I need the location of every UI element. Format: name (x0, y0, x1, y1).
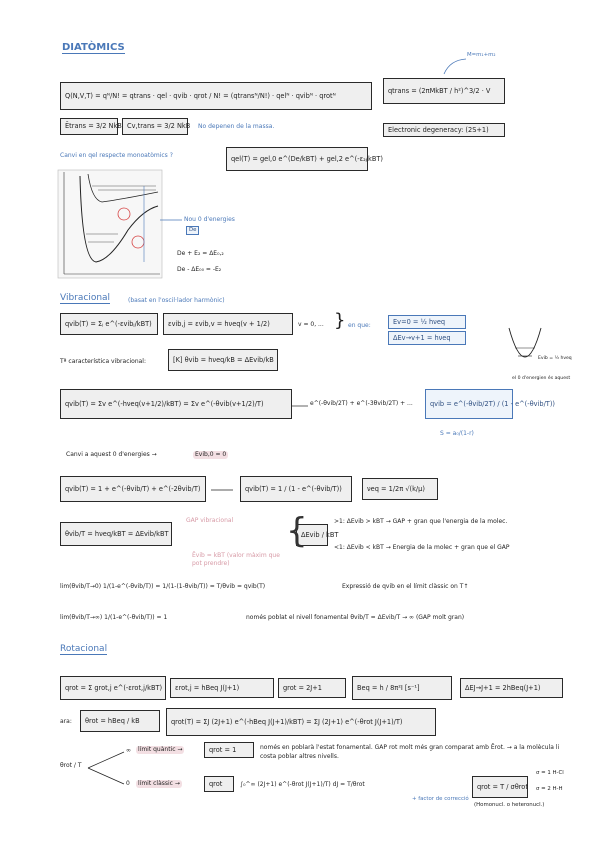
correction-factor: + factor de correcció (412, 796, 469, 802)
qvib-closed-box: qvib(T) = 1 / (1 - e^(-θvib/T)) (240, 476, 352, 502)
degeneracy-box: Electronic degeneracy: (2S+1) (383, 123, 505, 137)
quantum-label: límit quàntic → (136, 746, 185, 754)
alt-arrow (211, 489, 233, 491)
classic-box: qrot (204, 776, 234, 792)
page-title: DIATÒMICS (62, 42, 125, 54)
integral: ∫₀^∞ (2J+1) e^(-θrot J(J+1)/T) dJ = T/θr… (240, 781, 365, 788)
limit-classic: lim(θvib/T→0) 1/(1-e^(-θvib/T)) = 1/(1-(… (60, 583, 266, 590)
series-arrow (292, 405, 308, 407)
ratio-brace: { (286, 511, 308, 551)
qvib-result-box: qvib = e^(-θvib/2T) / (1 - e^(-θvib/T)) (425, 389, 555, 419)
quantum-box: qrot = 1 (204, 742, 254, 758)
gt1-note: >1: ΔEvib > kBT → GAP + gran que l'energ… (334, 518, 508, 525)
qel-change-note: Canvi en qel respecte monoatòmics ? (60, 152, 173, 159)
de-rot-box: ΔEJ→J+1 = 2hBeq(J+1) (460, 678, 563, 698)
evib-box: εvib,j = εvib,v = hνeq(v + 1/2) (163, 313, 293, 335)
qtrans-box: qtrans = (2πMkBT / h²)^3/2 · V (383, 78, 505, 104)
theta-rot-box: θrot = hBeq / kB (80, 710, 160, 732)
vibrational-heading: Vibracional (60, 293, 111, 304)
veq-box: νeq = 1/2π √(k/μ) (362, 478, 438, 500)
limit-quantum: lim(θvib/T→∞) 1/(1-e^(-θvib/T)) = 1 (60, 614, 168, 621)
homonuclear-note: (Homonucl. o heteronucl.) (474, 802, 545, 808)
e0-box: Ev=0 = ½ hνeq (388, 315, 466, 329)
rot-ratio: θrot / T (60, 762, 82, 769)
en-que: en que: (348, 322, 371, 329)
sigma2: σ = 2 H-H (536, 786, 563, 792)
zero-shift-box: Evib,0 = 0 (193, 451, 229, 459)
potential-energy-diagram (57, 169, 163, 279)
vibrational-heading-note: (basat en l'oscil·lador harmònic) (128, 297, 225, 304)
inf-label: ∞ (126, 747, 131, 754)
diagram-eq2: De - ΔE₀₀ = -E₂ (177, 266, 222, 273)
erot-box: εrot,j = hBeq J(J+1) (170, 678, 274, 698)
brace: } (334, 310, 346, 331)
evib-label: Ēvib = kBT (valor màxim que pot prendre) (192, 552, 280, 567)
new-zero-arrow (160, 219, 182, 221)
cv-box: Cv,trans = 3/2 NkB (122, 118, 190, 135)
new-zero-label: Nou 0 d'energies (184, 216, 235, 223)
ara-label: ara: (60, 718, 72, 725)
rot-branch-lines (87, 751, 125, 785)
qel-box: qel(T) = gel,0 e^(De/kBT) + gel,2 e^(-ε₂… (226, 147, 383, 171)
lt1-note: <1: ΔEvib < kBT → Energia de la molec + … (334, 544, 510, 551)
theta-vib-box: [K] θvib = hνeq/kB = ΔEvib/kB (168, 349, 278, 371)
classic-label: límit clàssic → (136, 780, 182, 788)
diagram-eq1: De + E₂ = ΔE₀,₂ (177, 250, 224, 257)
ratio-box: θvib/T = hνeq/kBT = ΔEvib/kBT (60, 522, 172, 546)
qvib-alt-box: qvib(T) = 1 + e^(-θvib/T) + e^(-2θvib/T) (60, 476, 206, 502)
limit-classic-note: Expressió de qvib en el límit clàssic on… (342, 583, 469, 590)
quantum-note: només en poblarà l'estat fonamental. GAP… (260, 744, 560, 760)
gap-label: GAP vibracional (186, 517, 234, 524)
theta-label: Tª característica vibracional: (60, 358, 146, 365)
v-values: v = 0, ... (298, 321, 324, 328)
sigma1: σ = 1 H-Cl (536, 770, 564, 776)
ratio-small-box: ΔEvib / kBT (296, 524, 338, 546)
mass-independence-note: No depenen de la massa. (198, 123, 275, 130)
zero-label: 0 (126, 780, 130, 787)
de-label: De (186, 226, 200, 235)
beq-box: Beq = h / 8π²I [s⁻¹] (352, 676, 452, 700)
qvib-sum-box: qvib(T) = Σⱼ e^(-εvibⱼ/kBT) (60, 313, 158, 335)
limit-quantum-note: només poblat el nivell fonamental θvib/T… (246, 614, 465, 621)
qrot-sum-box: qrot(T) = ΣJ (2J+1) e^(-hBeq J(J+1)/kBT)… (166, 708, 436, 736)
s-formula: S = a₀/(1-r) (440, 430, 474, 437)
qrot-final-box: qrot = T / σθrot (472, 776, 528, 798)
mass-note: M=m₁+m₂ (467, 52, 496, 58)
partition-function-box: Q(N,V,T) = qᴺ/N! = qtrans · qel · qvib ·… (60, 82, 372, 110)
curve-note1: Evib = ½ hνeq (538, 356, 572, 361)
geometric-series: e^(-θvib/2T) + e^(-3θvib/2T) + ... (310, 400, 413, 407)
curve-note2: el 0 d'energien és aquest (512, 376, 571, 381)
zero-shift-note: Canvi a aquest 0 d'energies → (66, 451, 157, 458)
grot-box: grot = 2J+1 (278, 678, 346, 698)
translational-energy-box: Ētrans = 3/2 NkBT (60, 118, 126, 135)
qrot-box: qrot = Σ grot,j e^(-εrot,j/kBT) (60, 676, 166, 700)
de-vib-box: ΔEv→v+1 = hνeq (388, 331, 466, 345)
potential-well-sketch (508, 327, 542, 358)
rotational-heading: Rotacional (60, 644, 108, 655)
mass-arrow (443, 58, 467, 75)
qvib-series-box: qvib(T) = Σv e^(-hνeq(v+1/2)/kBT) = Σv e… (60, 389, 292, 419)
